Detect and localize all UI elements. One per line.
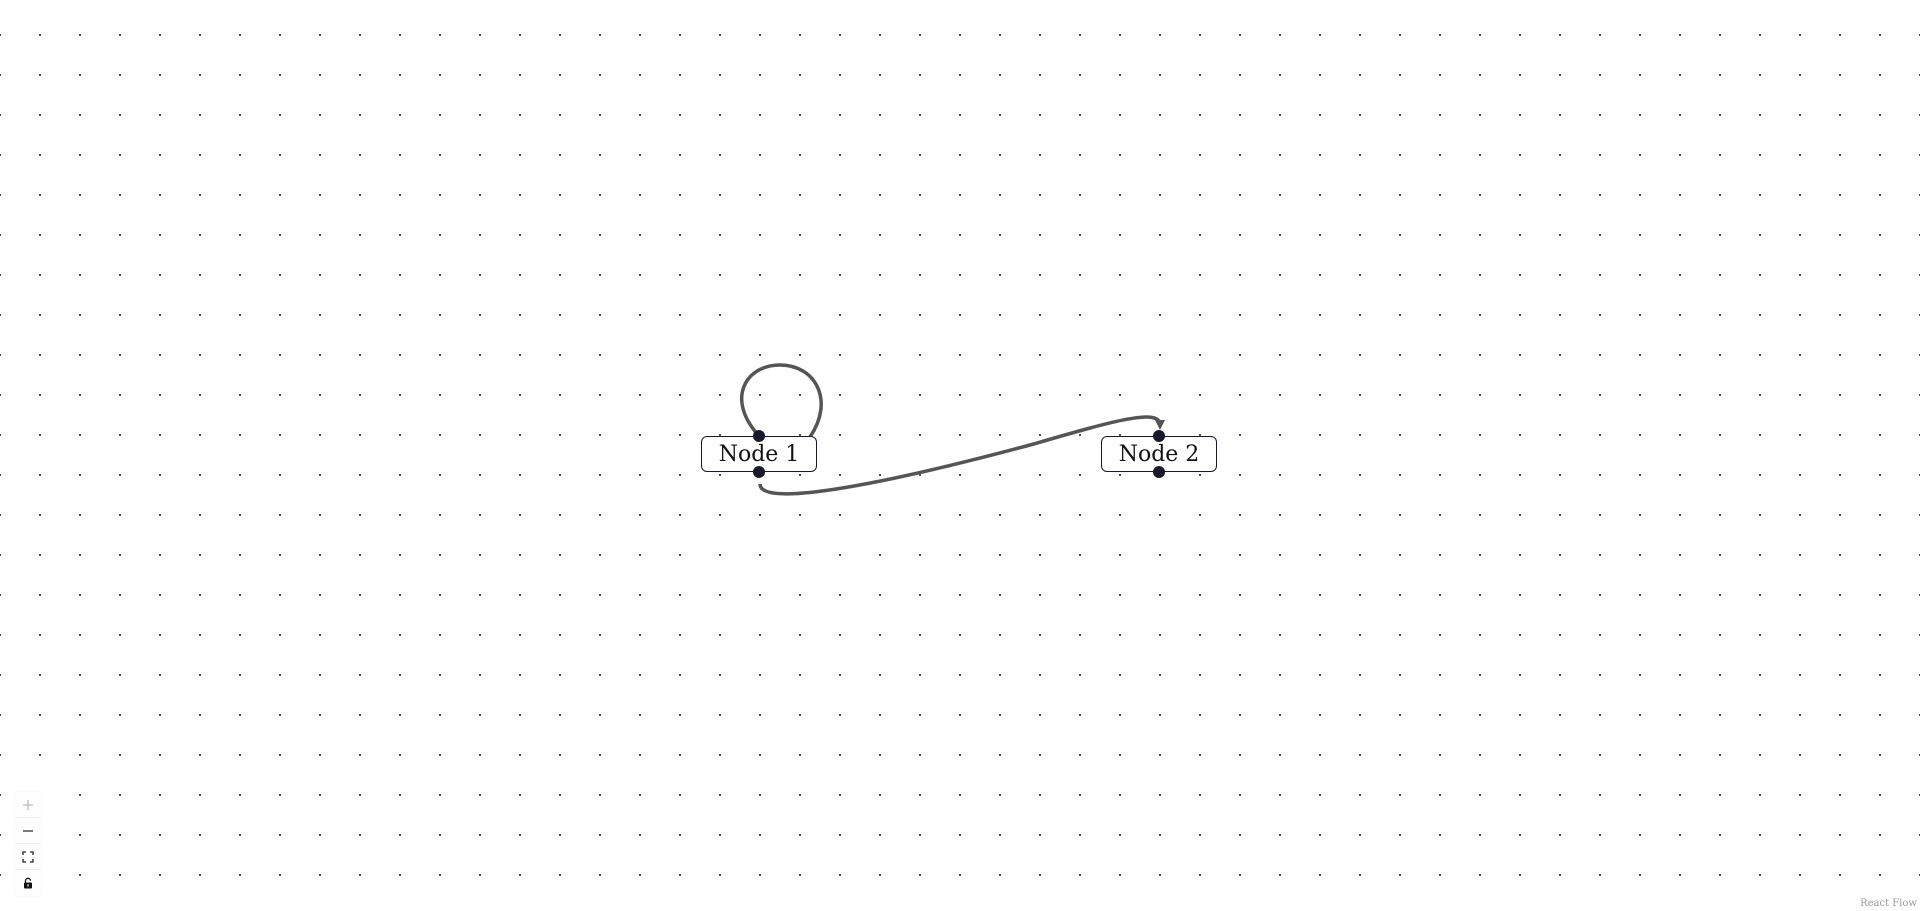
attribution-link[interactable]: React Flow xyxy=(1860,898,1917,909)
edge-node1-to-node2[interactable] xyxy=(758,415,1165,496)
node-1-label: Node 1 xyxy=(718,441,800,467)
node-2-source-handle[interactable] xyxy=(1153,466,1165,478)
node-1[interactable]: Node 1 xyxy=(701,430,817,478)
edge-node1-self-loop[interactable] xyxy=(740,363,823,439)
fit-view-button[interactable] xyxy=(15,844,41,870)
node-1-target-handle[interactable] xyxy=(753,430,765,442)
zoom-in-button[interactable] xyxy=(15,792,41,818)
zoom-in-icon xyxy=(23,799,33,810)
node-2-target-handle[interactable] xyxy=(1153,430,1165,442)
flow-controls xyxy=(15,792,41,896)
fit-view-icon xyxy=(22,850,34,863)
zoom-out-button[interactable] xyxy=(15,818,41,844)
lock-icon xyxy=(24,877,32,889)
node-1-source-handle[interactable] xyxy=(753,466,765,478)
zoom-out-icon xyxy=(23,829,33,832)
node-2-label: Node 2 xyxy=(1118,441,1200,467)
node-2[interactable]: Node 2 xyxy=(1101,430,1217,478)
lock-button[interactable] xyxy=(15,870,41,896)
